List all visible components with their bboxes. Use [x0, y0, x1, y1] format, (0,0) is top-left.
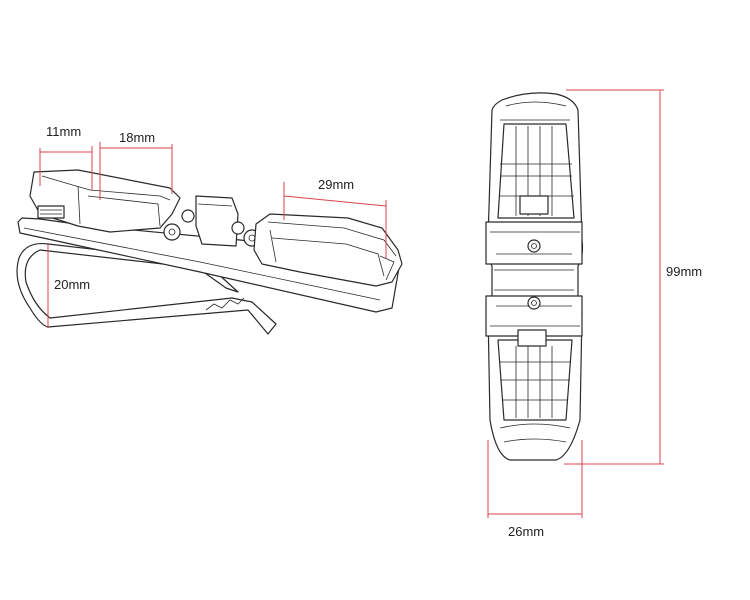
dim-label-26mm: 26mm — [508, 524, 544, 539]
dim-label-11mm: 11mm — [46, 124, 81, 139]
top-view-clip — [485, 92, 584, 461]
top-view-dimensions: 99mm 26mm — [487, 89, 702, 539]
front-pad — [29, 169, 181, 233]
spring-wire-clip — [16, 242, 277, 335]
side-view-dimensions: 11mm 18mm 29mm 20mm — [39, 124, 387, 328]
rear-pad — [253, 213, 403, 287]
dim-label-99mm: 99mm — [666, 264, 702, 279]
dim-label-29mm: 29mm — [318, 177, 354, 192]
side-view-clip — [16, 169, 403, 335]
lower-hinge-screw — [527, 296, 541, 310]
dim-label-18mm: 18mm — [119, 130, 155, 145]
hinge-block — [195, 195, 239, 247]
dim-label-20mm: 20mm — [54, 277, 90, 292]
upper-hinge-screw — [527, 239, 541, 253]
